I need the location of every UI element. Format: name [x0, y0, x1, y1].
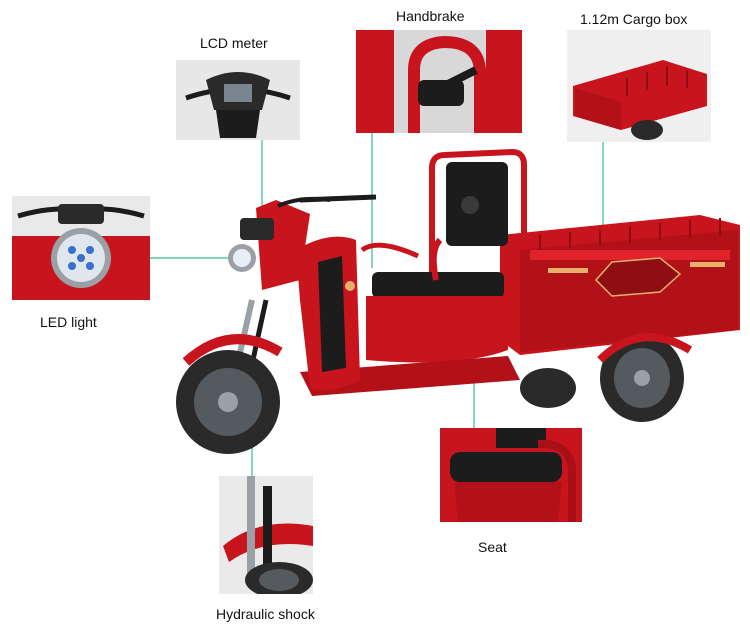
inset-hydraulic-shock: [219, 476, 313, 594]
cargo-box: [500, 215, 740, 355]
label-hydraulic-shock: Hydraulic shock: [216, 606, 315, 622]
inset-lcd-meter: [176, 60, 300, 140]
seat-body: [360, 237, 508, 363]
floor-board: [300, 356, 520, 396]
label-cargo-box: 1.12m Cargo box: [580, 11, 688, 27]
label-seat: Seat: [478, 539, 507, 555]
backrest: [446, 162, 508, 246]
inset-seat: [440, 428, 582, 522]
rear-wheel: [597, 333, 693, 422]
front-fairing: [296, 236, 360, 391]
label-lcd-meter: LCD meter: [200, 35, 268, 51]
label-handbrake: Handbrake: [396, 8, 465, 24]
inset-led-light: [12, 196, 150, 300]
rear-frame: [429, 148, 527, 282]
label-led-light: LED light: [40, 314, 97, 330]
rear-wheel-far: [520, 368, 576, 408]
front-wheel: [176, 334, 283, 454]
inset-handbrake: [356, 30, 522, 133]
headlight: [228, 244, 256, 272]
inset-cargo-box: [567, 30, 711, 142]
